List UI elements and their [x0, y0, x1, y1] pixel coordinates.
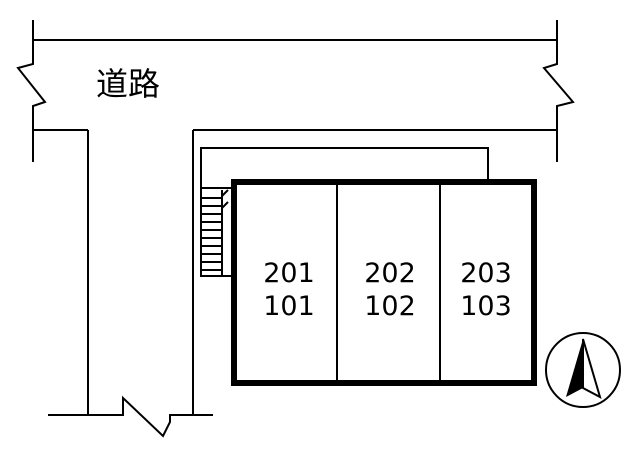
road [16, 20, 575, 162]
road-top-edge [32, 20, 558, 41]
road-label: 道路 [96, 65, 160, 103]
building-outline [231, 179, 537, 386]
side-road-break [88, 395, 193, 438]
road-break-left [16, 40, 47, 130]
unit-1: 201 101 [263, 258, 315, 322]
compass-needle-outline [582, 338, 602, 399]
road-break-right [542, 40, 575, 130]
staircase [200, 187, 235, 277]
site-boundary [200, 147, 489, 274]
staircase-steps [201, 189, 229, 276]
road-bottom-edge-left [32, 129, 88, 162]
building: 201 101 202 102 203 103 [231, 179, 537, 386]
side-road-left-edge [48, 130, 89, 416]
unit-3-lower: 103 [460, 291, 512, 322]
side-road-right-edge [192, 130, 213, 416]
unit-2-upper: 202 [364, 258, 416, 289]
unit-2-lower: 102 [364, 291, 416, 322]
compass-needle [566, 339, 583, 397]
north-arrow-icon [545, 332, 621, 408]
unit-3: 203 103 [460, 258, 512, 322]
side-road [48, 130, 213, 438]
unit-1-upper: 201 [263, 258, 315, 289]
unit-2: 202 102 [364, 258, 416, 322]
unit-3-upper: 203 [460, 258, 512, 289]
road-bottom-edge-right [193, 129, 558, 162]
compass-circle [545, 332, 621, 408]
unit-1-lower: 101 [263, 291, 315, 322]
